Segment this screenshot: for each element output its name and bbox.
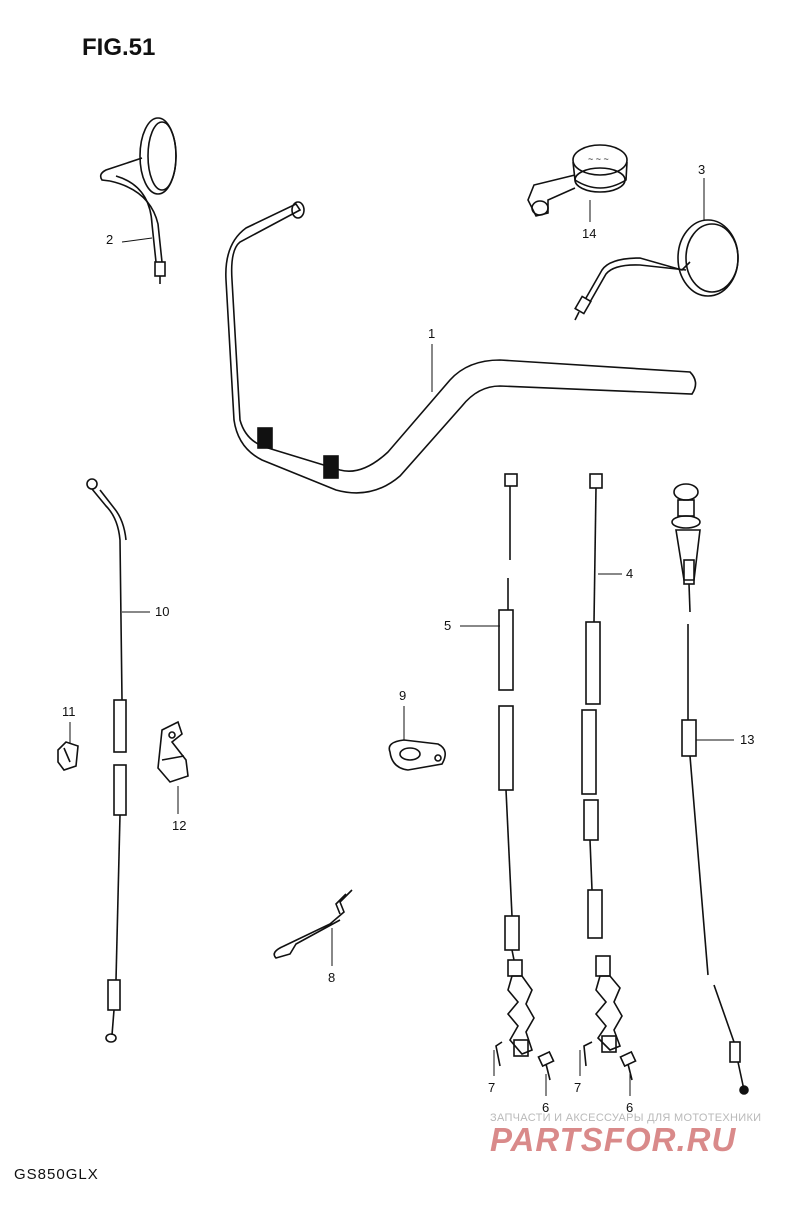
clip-11 — [57, 741, 79, 771]
switch-14: ~ ~ ~ — [527, 144, 628, 217]
callout-9: 9 — [399, 688, 407, 703]
watermark-tagline: ЗАПЧАСТИ И АКСЕССУАРЫ ДЛЯ МОТОТЕХНИКИ — [490, 1112, 762, 1124]
handlebar — [225, 201, 697, 494]
callout-1: 1 — [428, 326, 436, 341]
callout-12: 12 — [172, 818, 187, 833]
cable-5 — [498, 473, 535, 1057]
callout-13: 13 — [740, 732, 755, 747]
callout-10: 10 — [155, 604, 170, 619]
left-mirror — [99, 117, 177, 284]
callout-8: 8 — [328, 970, 336, 985]
figure-title: FIG.51 — [82, 34, 156, 61]
guide-9 — [388, 739, 446, 771]
leader-lines — [69, 178, 734, 1096]
callout-6-left: 6 — [542, 1100, 550, 1115]
pin-7-right — [583, 1041, 593, 1067]
watermark-brand: PARTSFOR.RU — [490, 1121, 737, 1158]
bolt-6-right — [619, 1050, 637, 1081]
right-mirror — [574, 219, 739, 321]
callout-4: 4 — [626, 566, 634, 581]
cable-10 — [86, 478, 127, 1043]
callout-11: 11 — [62, 704, 76, 719]
pin-7-left — [495, 1041, 503, 1067]
callout-6-right: 6 — [626, 1100, 634, 1115]
cable-4 — [581, 473, 623, 1053]
cable-13 — [671, 483, 749, 1095]
bolt-6-left — [537, 1050, 555, 1081]
svg-text:~ ~ ~: ~ ~ ~ — [588, 154, 609, 164]
callout-3: 3 — [698, 162, 706, 177]
callout-14: 14 — [582, 226, 597, 241]
callout-7-right: 7 — [574, 1080, 582, 1095]
callout-7-left: 7 — [488, 1080, 496, 1095]
callout-2: 2 — [106, 232, 114, 247]
callout-5: 5 — [444, 618, 452, 633]
clip-8 — [273, 889, 353, 959]
bracket-12 — [157, 720, 189, 783]
model-code: GS850GLX — [14, 1166, 99, 1183]
